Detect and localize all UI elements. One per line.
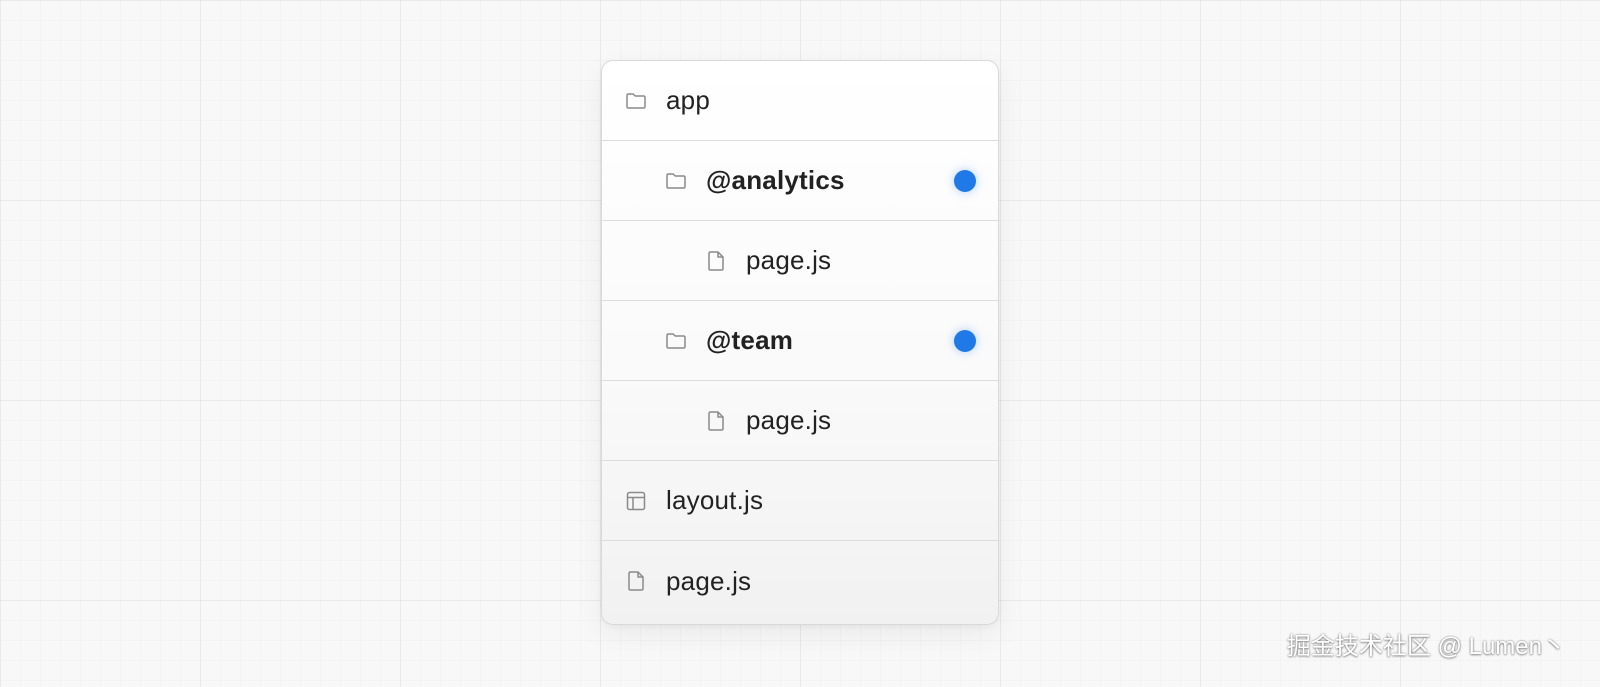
- file-tree: app @analytics page.js @team page.js lay…: [601, 60, 999, 625]
- tree-item-layout-file[interactable]: layout.js: [602, 461, 998, 541]
- tree-item-team-page-file[interactable]: page.js: [602, 381, 998, 461]
- tree-item-root-page-file[interactable]: page.js: [602, 541, 998, 621]
- folder-icon: [664, 169, 688, 193]
- tree-item-analytics-page-file[interactable]: page.js: [602, 221, 998, 301]
- watermark: 掘金技术社区 @ Lumen丶: [1286, 633, 1566, 660]
- tree-item-team-folder[interactable]: @team: [602, 301, 998, 381]
- layout-icon: [624, 489, 648, 513]
- tree-item-label: app: [666, 85, 710, 115]
- file-icon: [704, 249, 728, 273]
- tree-item-label: page.js: [666, 565, 752, 596]
- slot-marker-dot: [954, 329, 976, 352]
- tree-item-label: @analytics: [706, 165, 845, 195]
- tree-item-label: page.js: [746, 405, 832, 435]
- tree-item-label: page.js: [746, 245, 832, 275]
- folder-icon: [624, 89, 648, 113]
- file-icon: [624, 569, 648, 593]
- slot-marker-dot: [954, 169, 976, 192]
- tree-item-label: layout.js: [666, 485, 764, 515]
- tree-item-app-folder[interactable]: app: [602, 61, 998, 141]
- tree-item-label: @team: [706, 325, 794, 355]
- folder-icon: [664, 329, 688, 353]
- file-icon: [704, 409, 728, 433]
- tree-item-analytics-folder[interactable]: @analytics: [602, 141, 998, 221]
